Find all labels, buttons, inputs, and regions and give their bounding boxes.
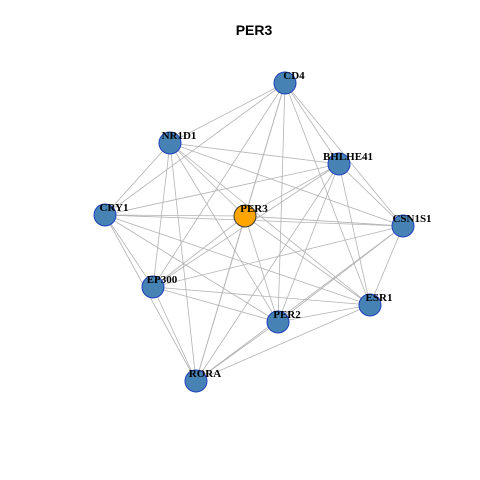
edge-bhlhe41-rora bbox=[195, 163, 340, 382]
edge-per3-ep300 bbox=[152, 215, 246, 288]
node-label: PER2 bbox=[273, 309, 301, 321]
node-circle[interactable] bbox=[158, 131, 182, 155]
edge-cd4-bhlhe41 bbox=[284, 82, 340, 165]
node-label: PER3 bbox=[240, 203, 268, 215]
edge-per3-rora bbox=[195, 215, 246, 382]
edge-cry1-per3 bbox=[104, 214, 246, 217]
edge-cd4-cry1 bbox=[104, 82, 286, 216]
node-circle[interactable] bbox=[93, 203, 117, 227]
node-label: RORA bbox=[189, 368, 221, 380]
edge-bhlhe41-per2 bbox=[277, 163, 340, 323]
graph-title: PER3 bbox=[236, 22, 273, 38]
edge-bhlhe41-esr1 bbox=[338, 163, 371, 306]
edge-nr1d1-bhlhe41 bbox=[169, 142, 340, 165]
edge-bhlhe41-csn1s1 bbox=[338, 163, 404, 227]
edge-ep300-esr1 bbox=[152, 286, 371, 306]
edge-csn1s1-ep300 bbox=[152, 225, 404, 288]
edge-cry1-ep300 bbox=[104, 214, 154, 288]
node-label: NR1D1 bbox=[162, 130, 197, 142]
edge-cry1-per2 bbox=[104, 214, 279, 323]
edge-nr1d1-esr1 bbox=[169, 142, 371, 306]
edge-cry1-esr1 bbox=[104, 214, 371, 306]
node-esr1[interactable]: ESR1 bbox=[358, 292, 393, 317]
node-label: CSN1S1 bbox=[392, 213, 431, 225]
edge-nr1d1-rora bbox=[169, 142, 197, 382]
edge-bhlhe41-cry1 bbox=[104, 163, 340, 216]
node-circle[interactable] bbox=[391, 214, 415, 238]
node-label: BHLHE41 bbox=[323, 151, 373, 163]
edge-nr1d1-per3 bbox=[169, 142, 246, 217]
node-circle[interactable] bbox=[327, 152, 351, 176]
node-circle[interactable] bbox=[141, 275, 165, 299]
edge-per2-rora bbox=[195, 321, 279, 382]
node-circle[interactable] bbox=[233, 204, 257, 228]
node-nr1d1[interactable]: NR1D1 bbox=[158, 130, 197, 155]
node-label: EP300 bbox=[147, 274, 178, 286]
edge-csn1s1-rora bbox=[195, 225, 404, 382]
edge-per3-per2 bbox=[244, 215, 279, 323]
node-rora[interactable]: RORA bbox=[184, 368, 221, 393]
node-label: CRY1 bbox=[100, 202, 129, 214]
edge-nr1d1-csn1s1 bbox=[169, 142, 404, 227]
node-per2[interactable]: PER2 bbox=[266, 309, 301, 334]
edge-nr1d1-cry1 bbox=[104, 142, 171, 216]
node-bhlhe41[interactable]: BHLHE41 bbox=[323, 151, 373, 176]
node-ep300[interactable]: EP300 bbox=[141, 274, 178, 299]
node-circle[interactable] bbox=[358, 293, 382, 317]
node-per3[interactable]: PER3 bbox=[233, 203, 268, 228]
edge-esr1-rora bbox=[195, 304, 371, 382]
edge-esr1-per2 bbox=[277, 304, 371, 323]
edge-nr1d1-ep300 bbox=[152, 142, 171, 288]
edge-cd4-nr1d1 bbox=[169, 82, 286, 144]
node-cry1[interactable]: CRY1 bbox=[93, 202, 129, 227]
node-cd4[interactable]: CD4 bbox=[273, 70, 305, 95]
edge-per3-csn1s1 bbox=[244, 215, 404, 227]
node-label: CD4 bbox=[283, 70, 305, 82]
node-csn1s1[interactable]: CSN1S1 bbox=[391, 213, 432, 238]
node-circle[interactable] bbox=[273, 71, 297, 95]
node-label: ESR1 bbox=[366, 292, 393, 304]
edges-layer bbox=[104, 82, 404, 382]
edge-per3-esr1 bbox=[244, 215, 371, 306]
edge-cd4-ep300 bbox=[152, 82, 286, 288]
edge-ep300-per2 bbox=[152, 286, 279, 323]
edge-bhlhe41-per3 bbox=[244, 163, 340, 217]
edge-csn1s1-esr1 bbox=[369, 225, 404, 306]
edge-ep300-rora bbox=[152, 286, 197, 382]
node-circle[interactable] bbox=[266, 310, 290, 334]
node-circle[interactable] bbox=[184, 369, 208, 393]
